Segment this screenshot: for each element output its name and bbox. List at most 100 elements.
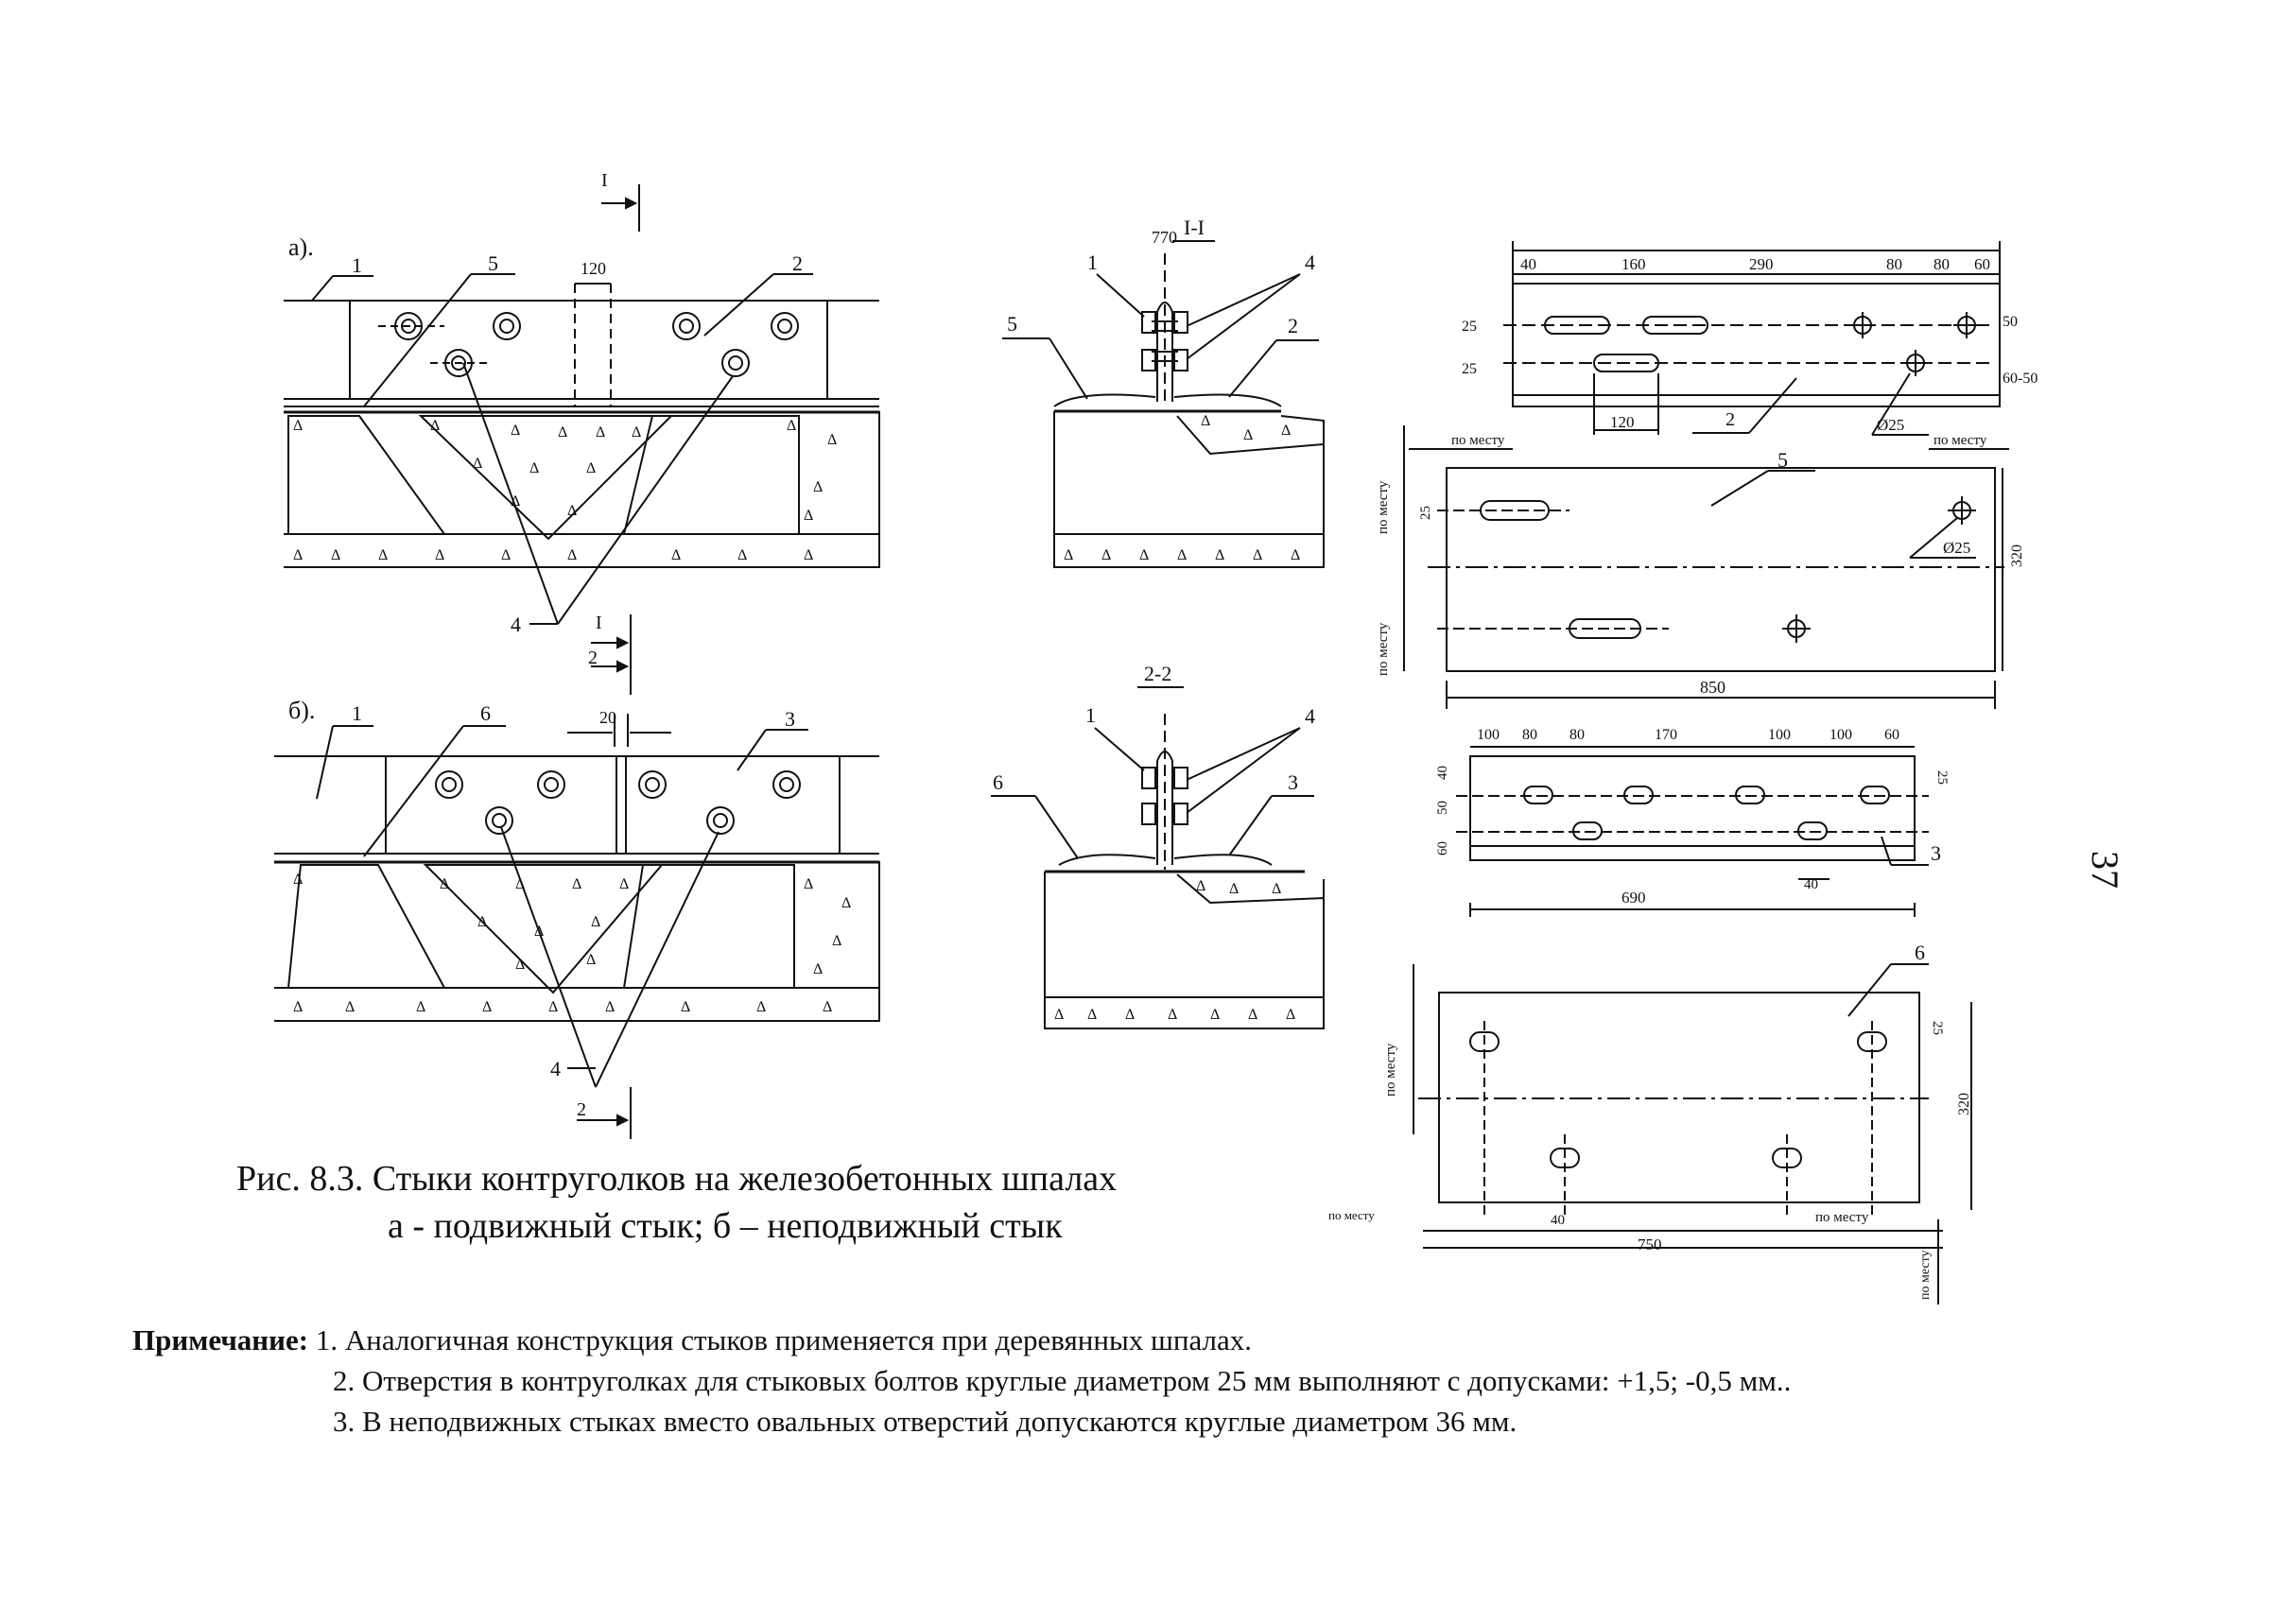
svg-text:Δ: Δ — [813, 961, 823, 977]
svg-text:Δ: Δ — [804, 876, 813, 892]
svg-text:Δ: Δ — [1291, 547, 1300, 563]
dim-290: 290 — [1749, 255, 1774, 273]
note-1: Примечание: 1. Аналогичная конструкция с… — [132, 1323, 1252, 1357]
dim-40-top: 40 — [1520, 255, 1536, 273]
svg-text:Δ: Δ — [1139, 547, 1149, 563]
title-section-1-1: I-I — [1184, 216, 1205, 239]
svg-text:Δ: Δ — [572, 876, 581, 892]
figure-caption-subtitle: а - подвижный стык; б – неподвижный стык — [388, 1206, 1063, 1246]
mark-3-s22: 3 — [1288, 770, 1298, 794]
dim-100-b: 100 — [1768, 727, 1791, 743]
svg-text:Δ: Δ — [515, 957, 525, 973]
svg-text:Δ: Δ — [787, 418, 796, 434]
detail-3: 100 80 80 170 100 100 60 40 50 60 25 3 6… — [1435, 727, 1950, 917]
note-1-text: 1. Аналогичная конструкция стыков примен… — [315, 1323, 1252, 1356]
note-label: Примечание: — [132, 1323, 309, 1356]
svg-text:Δ: Δ — [1054, 1007, 1064, 1023]
section-mark-2-upper: 2 — [588, 648, 598, 668]
svg-text:Δ: Δ — [1064, 547, 1073, 563]
dim-80-c: 80 — [1522, 727, 1537, 743]
mark-4-a: 4 — [511, 613, 521, 636]
dim-80-b: 80 — [1934, 255, 1950, 273]
mark-4-b: 4 — [550, 1057, 561, 1080]
dim-40-d6: 40 — [1551, 1213, 1565, 1228]
detail-6: 6 по месту 320 25 по месту по месту 40 7… — [1328, 941, 1972, 1304]
dim-40-d3: 40 — [1435, 766, 1450, 780]
svg-text:Δ: Δ — [586, 952, 596, 968]
svg-text:Δ: Δ — [293, 547, 303, 563]
svg-text:Δ: Δ — [737, 547, 747, 563]
svg-text:Δ: Δ — [1201, 413, 1210, 429]
svg-text:Δ: Δ — [435, 547, 444, 563]
dim-100-a: 100 — [1477, 727, 1500, 743]
svg-text:Δ: Δ — [671, 547, 681, 563]
svg-text:Δ: Δ — [501, 547, 511, 563]
dim-po-mestu-left-a: по месту — [1376, 480, 1391, 534]
dim-dia25-detail5: Ø25 — [1943, 539, 1970, 557]
mark-6-b: 6 — [480, 701, 491, 725]
dim-60-d3-left: 60 — [1435, 841, 1450, 855]
dim-25-left-b: 25 — [1462, 361, 1477, 377]
mark-2-a: 2 — [792, 251, 803, 275]
svg-text:Δ: Δ — [605, 999, 615, 1015]
svg-text:Δ: Δ — [1229, 881, 1239, 897]
dim-20: 20 — [599, 708, 616, 727]
dim-po-mestu-left-b: по месту — [1376, 622, 1391, 676]
dim-po-mestu-top-right: по месту — [1934, 433, 1987, 448]
svg-text:Δ: Δ — [1215, 547, 1224, 563]
svg-text:Δ: Δ — [1248, 1007, 1257, 1023]
dim-60-d3: 60 — [1884, 727, 1899, 743]
svg-text:Δ: Δ — [511, 423, 520, 439]
svg-text:Δ: Δ — [591, 914, 600, 930]
dim-50-right: 50 — [2003, 314, 2018, 330]
detail-2: 770 40 160 290 80 80 60 25 25 50 60-50 1… — [1152, 228, 2038, 436]
mark-2-detail: 2 — [1725, 409, 1735, 430]
svg-text:Δ: Δ — [416, 999, 425, 1015]
detail-5: по месту по месту 5 по месту по месту 25… — [1376, 425, 2025, 709]
svg-text:Δ: Δ — [1177, 547, 1187, 563]
dim-690: 690 — [1621, 889, 1646, 907]
dim-25-detail5: 25 — [1418, 506, 1433, 520]
svg-text:Δ: Δ — [440, 876, 449, 892]
view-a: а). I 120 1 5 2 — [284, 170, 880, 695]
note-2: 2. Отверстия в контруголках для стыковых… — [333, 1364, 1792, 1397]
mark-5-detail: 5 — [1777, 448, 1788, 472]
svg-text:Δ: Δ — [1272, 881, 1281, 897]
svg-text:Δ: Δ — [756, 999, 766, 1015]
svg-text:Δ: Δ — [619, 876, 629, 892]
dim-dia25-detail2: Ø25 — [1877, 416, 1904, 434]
svg-text:Δ: Δ — [331, 547, 340, 563]
mark-1-s11: 1 — [1087, 251, 1098, 274]
label-a: а). — [288, 233, 314, 261]
svg-text:Δ: Δ — [293, 999, 303, 1015]
svg-text:Δ: Δ — [681, 999, 690, 1015]
svg-text:Δ: Δ — [511, 493, 520, 510]
svg-text:Δ: Δ — [1101, 547, 1111, 563]
label-b: б). — [288, 697, 315, 724]
svg-text:Δ: Δ — [841, 895, 851, 911]
dim-60-top: 60 — [1974, 255, 1990, 273]
svg-text:Δ: Δ — [293, 872, 303, 888]
svg-text:Δ: Δ — [430, 418, 440, 434]
dim-25-d3: 25 — [1934, 770, 1950, 785]
svg-text:Δ: Δ — [827, 432, 837, 448]
dim-100-c: 100 — [1829, 727, 1852, 743]
svg-text:Δ: Δ — [1087, 1007, 1097, 1023]
mark-6-detail: 6 — [1915, 941, 1925, 964]
figure-caption-title: Рис. 8.3. Стыки контруголков на железобе… — [236, 1159, 1118, 1199]
dim-po-mestu-d6-bottom-right: по месту — [1815, 1210, 1869, 1225]
dim-120: 120 — [581, 259, 606, 278]
svg-text:Δ: Δ — [482, 999, 492, 1015]
dim-850: 850 — [1700, 678, 1725, 697]
svg-text:Δ: Δ — [345, 999, 355, 1015]
mark-4-s11: 4 — [1305, 251, 1315, 274]
mark-1-s22: 1 — [1085, 703, 1096, 727]
svg-text:Δ: Δ — [548, 999, 558, 1015]
dim-60-50: 60-50 — [2003, 371, 2038, 387]
svg-text:Δ: Δ — [1243, 427, 1253, 443]
svg-text:Δ: Δ — [1210, 1007, 1220, 1023]
mark-6-s22: 6 — [993, 770, 1003, 794]
